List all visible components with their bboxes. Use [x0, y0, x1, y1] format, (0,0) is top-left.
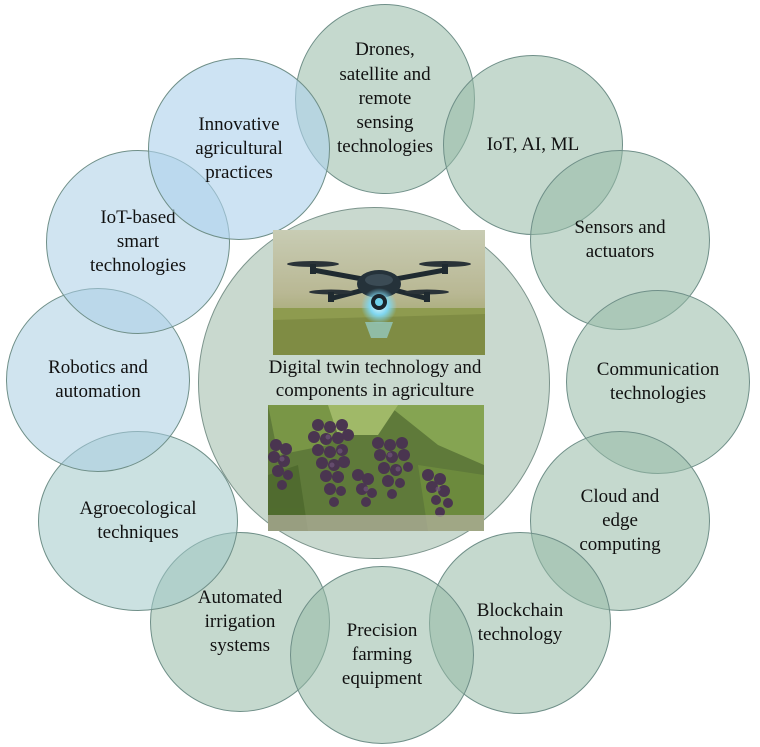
node-sensors-label: Sensors and actuators: [574, 216, 666, 262]
grape-vineyard-image: [268, 405, 484, 531]
node-precision-label: Precision farming equipment: [341, 619, 423, 690]
center-label: Digital twin technology and components i…: [268, 357, 482, 402]
node-iot-ai-ml-label: IoT, AI, ML: [486, 133, 580, 155]
node-precision: Precision farming equipment: [290, 566, 474, 744]
node-irrigation-label: Automated irrigation systems: [197, 586, 283, 657]
node-agroecological-label: Agroecological techniques: [79, 497, 197, 543]
node-cloud-edge-label: Cloud and edge computing: [579, 485, 661, 556]
node-cloud-edge: Cloud and edge computing: [530, 431, 710, 611]
node-iot-smart-label: IoT-based smart technologies: [89, 206, 187, 277]
node-iot-ai-ml: IoT, AI, ML: [443, 55, 623, 235]
node-innovative: Innovative agricultural practices: [148, 58, 330, 240]
node-drones-label: Drones, satellite and remote sensing tec…: [336, 39, 434, 158]
node-innovative-label: Innovative agricultural practices: [195, 113, 283, 184]
node-iot-smart: IoT-based smart technologies: [46, 150, 230, 334]
node-communication-label: Communication technologies: [596, 358, 720, 404]
node-blockchain-label: Blockchain technology: [476, 599, 564, 645]
node-robotics-label: Robotics and automation: [48, 356, 148, 402]
drone-image: [273, 230, 485, 355]
